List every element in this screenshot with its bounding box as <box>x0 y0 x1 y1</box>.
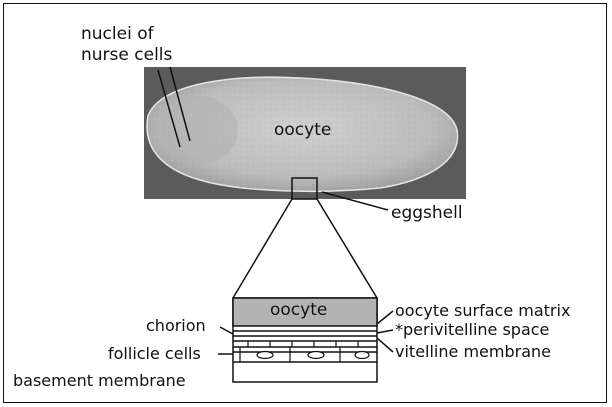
oocyte-surface-matrix-label: oocyte surface matrix <box>395 303 570 319</box>
follicle-nucleus-2 <box>308 352 324 359</box>
follicle-nucleus-3 <box>355 352 369 359</box>
nuclei-label-line1: nuclei of <box>81 26 154 43</box>
oocyte-box-label: oocyte <box>270 302 327 319</box>
basement-membrane-label: basement membrane <box>13 373 186 389</box>
nurse-cell-region <box>162 96 238 164</box>
vitelline-membrane-label: vitelline membrane <box>395 344 551 360</box>
perivitelline-pointer <box>377 330 393 333</box>
nuclei-label-line2: nurse cells <box>81 47 172 64</box>
follicle-nucleus-1 <box>257 352 273 359</box>
perivitelline-space-label: *perivitelline space <box>395 322 549 338</box>
matrix-pointer <box>377 311 393 324</box>
oocyte-photo-label: oocyte <box>274 122 331 139</box>
chorion-label: chorion <box>146 318 206 334</box>
chorion-pointer <box>220 327 233 334</box>
eggshell-label: eggshell <box>391 205 463 222</box>
vitelline-pointer <box>377 338 393 352</box>
follicle-cells-label: follicle cells <box>108 346 201 362</box>
